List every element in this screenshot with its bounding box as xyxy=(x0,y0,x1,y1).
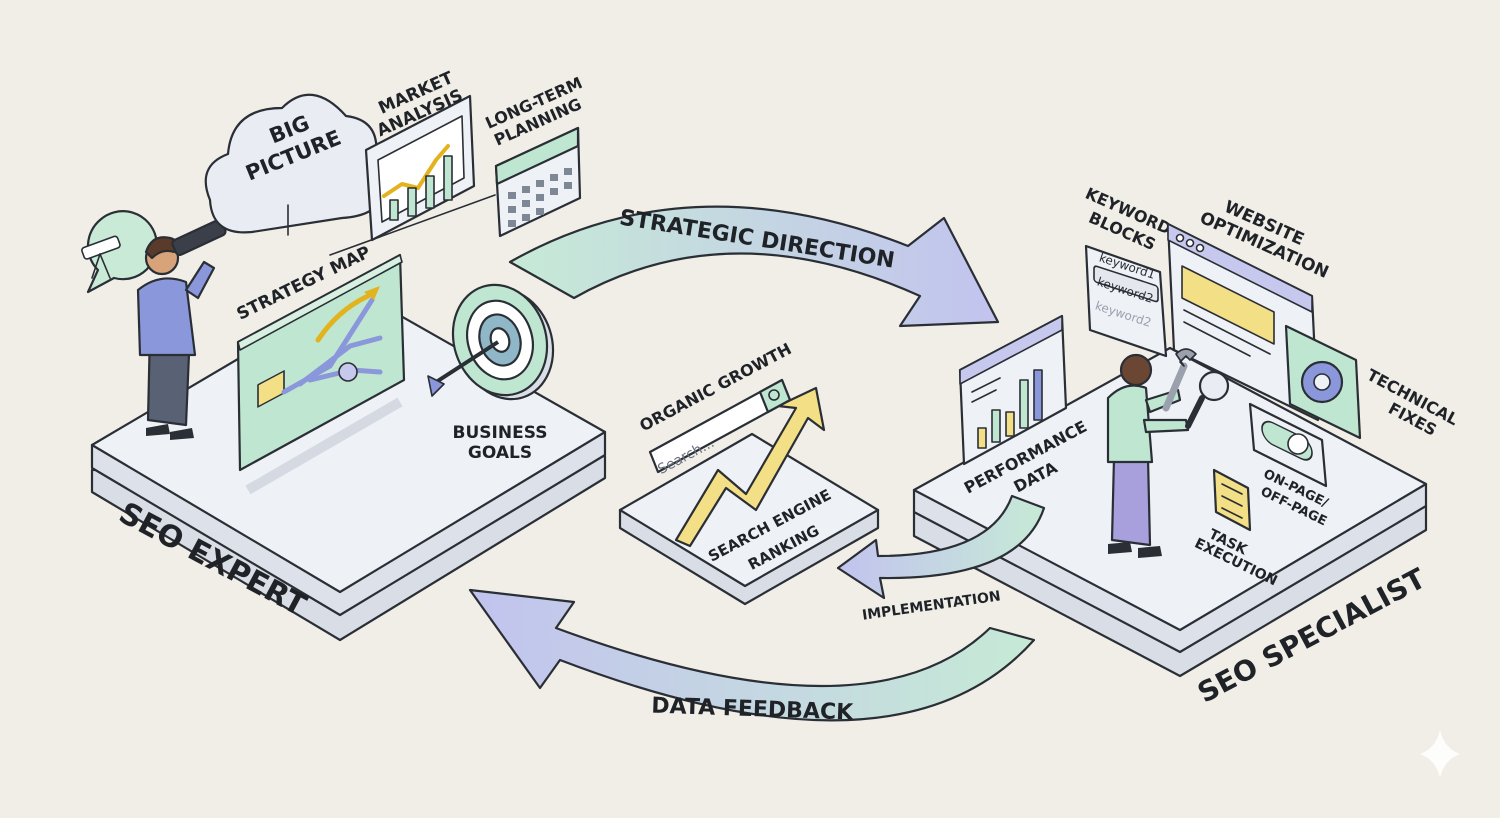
magnifier-icon xyxy=(1185,370,1230,429)
sparkle-icon xyxy=(1420,730,1460,778)
calendar-icon: LONG-TERM PLANNING xyxy=(482,73,585,238)
specialist-person xyxy=(1106,353,1190,558)
onpage-toggle: ON-PAGE/ OFF-PAGE xyxy=(1248,402,1331,529)
market-analysis-panel: MARKET ANALYSIS xyxy=(364,68,476,242)
keyword-blocks-panel: keyword1 keyword2 keyword2 KEYWORD BLOCK… xyxy=(1082,184,1174,358)
expert-person xyxy=(136,219,227,440)
wrench-icon xyxy=(1162,348,1197,412)
business-goals-line2: GOALS xyxy=(468,443,532,463)
ranking-platform: SEARCH ENGINE RANKING xyxy=(618,386,880,606)
magnifier-icon xyxy=(768,389,780,401)
cloud-icon: BIG PICTURE xyxy=(204,93,389,236)
target-icon: BUSINESS GOALS xyxy=(427,283,555,463)
telescope-icon xyxy=(81,210,158,294)
business-goals-line1: BUSINESS xyxy=(453,423,548,443)
specialist-platform xyxy=(912,346,1428,678)
data-feedback-arrow: DATA FEEDBACK xyxy=(468,588,1036,726)
strategic-direction-arrow: STRATEGIC DIRECTION xyxy=(508,205,1000,328)
